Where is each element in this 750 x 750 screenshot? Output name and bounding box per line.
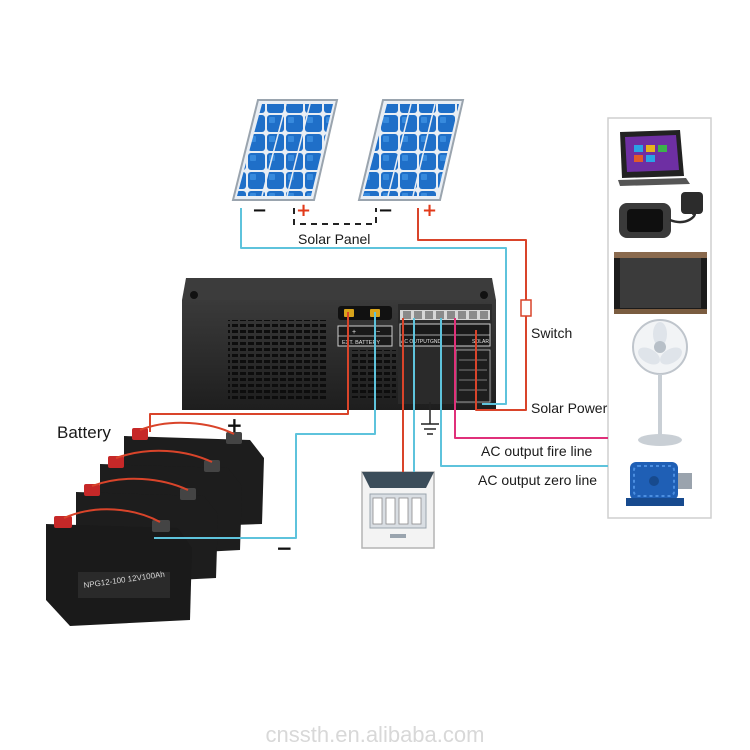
ac-fire-line-label: AC output fire line [481, 443, 593, 459]
devices-frame [607, 117, 712, 519]
terminal-plus-label: + [352, 329, 356, 336]
ac-output-label: AC OUTPUT [401, 339, 430, 345]
battery-positive-sign: + [226, 413, 243, 437]
wire-solar-negative [240, 208, 507, 405]
ac-zero-line-label: AC output zero line [478, 472, 598, 488]
solar-panel-right [357, 99, 465, 201]
terminal-minus-label: − [376, 329, 380, 336]
wire-battery-positive [149, 312, 349, 432]
solar-panel-left [231, 99, 339, 201]
wiring [149, 208, 608, 539]
gnd-label: GND [430, 339, 442, 345]
panel-series-link [293, 208, 377, 225]
wire-ac-fire [454, 318, 608, 439]
ground-symbol [421, 402, 439, 435]
tablet-device [618, 130, 690, 186]
wire-ac-zero [440, 318, 608, 467]
solar-power-label: Solar Power [531, 400, 608, 416]
battery-negative-sign: − [276, 536, 293, 560]
watermark: cnssth.en.alibaba.com [265, 722, 485, 747]
motor-device [626, 462, 692, 506]
panel-left-negative-sign: − [252, 200, 268, 221]
switch-label: Switch [531, 325, 573, 341]
panel-right-negative-sign: − [378, 200, 394, 221]
panel-left-positive-sign: + [296, 200, 312, 221]
fan-device [632, 319, 688, 446]
wire-solar-positive [417, 208, 527, 411]
ext-battery-label: EXT. BATTERY [342, 340, 380, 346]
battery-bank: NPG12-100 12V100Ah [46, 421, 264, 626]
battery-unit: NPG12-100 12V100Ah [46, 516, 192, 626]
inverter: + − EXT. BATTERY AC OUTPUT GND SOLAR [182, 278, 496, 410]
monitor-device [614, 252, 707, 314]
phone-charger-device [619, 192, 703, 238]
panel-right-positive-sign: + [422, 200, 438, 221]
switch-symbol [520, 299, 532, 317]
distribution-box [361, 471, 435, 549]
battery-label: Battery [57, 423, 111, 442]
solar-panel-label: Solar Panel [298, 231, 371, 247]
solar-terminal-label: SOLAR [472, 339, 489, 345]
wire-battery-negative [154, 312, 376, 539]
